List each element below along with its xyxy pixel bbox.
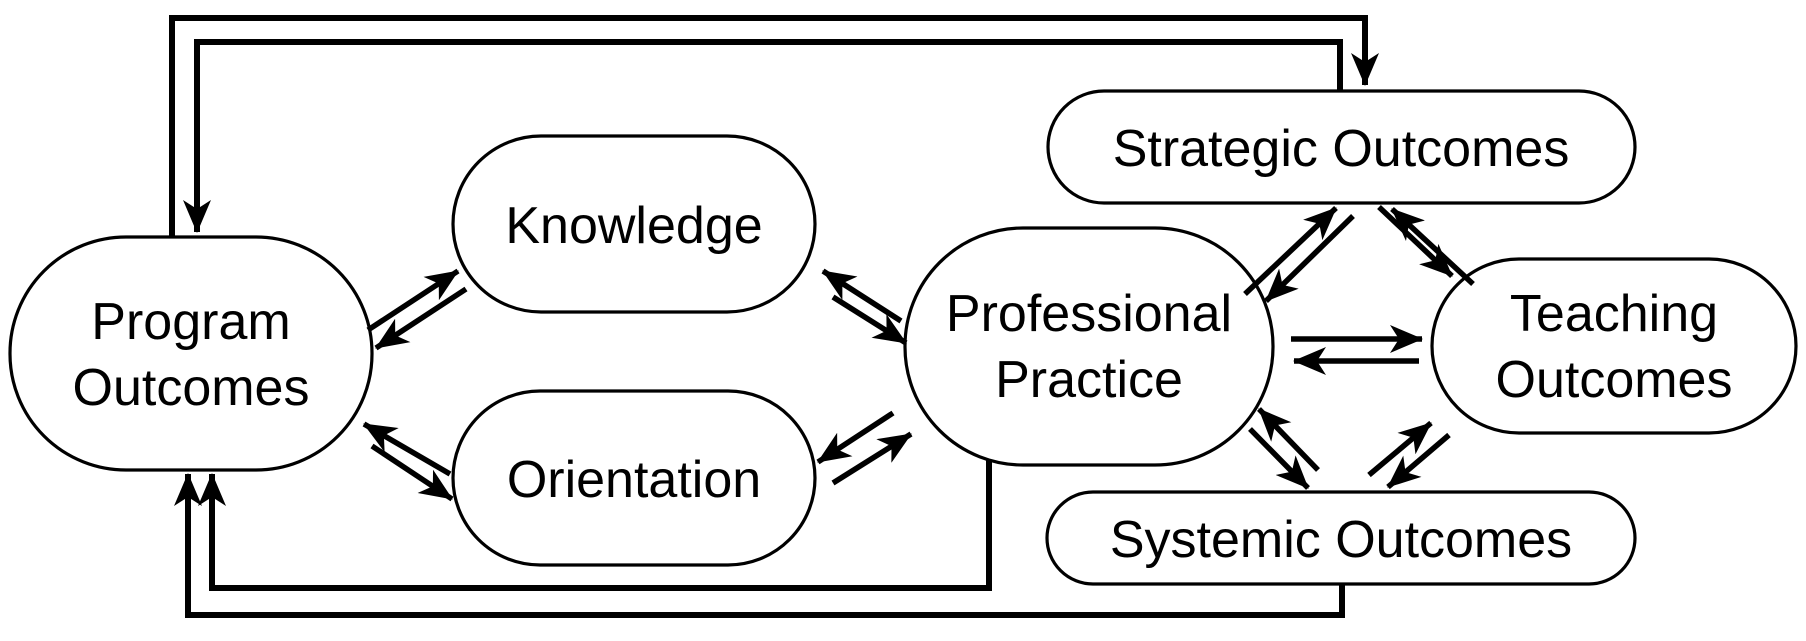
edge-strategic-to-teaching-arrow: [1377, 205, 1454, 278]
edge-systemic-to-program-feedback-bottom: [174, 473, 1345, 618]
node-program-outcomes-label-line1: Program: [91, 293, 290, 351]
edge-program-to-orientation-arrow: [370, 443, 454, 502]
node-knowledge-shape: [451, 134, 817, 314]
edge-practice-to-orientation-arrow: [816, 410, 895, 465]
node-strategic-outcomes-label: Strategic Outcomes: [1113, 120, 1570, 178]
node-professional-practice-label-line1: Professional: [946, 285, 1232, 343]
node-program-outcomes-shape: [8, 235, 374, 472]
node-systemic-outcomes-label: Systemic Outcomes: [1110, 511, 1572, 569]
edge-teaching-to-systemic-arrow: [1386, 432, 1451, 490]
node-teaching-outcomes-label-line1: Teaching: [1510, 285, 1718, 343]
node-professional-practice-shape: [903, 226, 1275, 467]
node-teaching-outcomes-shape: [1430, 257, 1798, 435]
edge-program-to-strategic-feedback-top: [169, 15, 1379, 237]
edge-knowledge-to-program-arrow: [374, 286, 468, 351]
node-systemic-outcomes-shape: [1045, 490, 1637, 586]
edge-practice-to-knowledge-arrow: [821, 268, 903, 324]
edge-knowledge-to-practice-arrow: [831, 294, 908, 346]
node-teaching-outcomes-label-line2: Outcomes: [1496, 351, 1733, 409]
edge-orientation-to-program-arrow: [362, 421, 452, 477]
node-professional-practice-label-line2: Practice: [995, 351, 1183, 409]
node-strategic-outcomes-shape: [1046, 89, 1637, 205]
edge-orientation-to-practice-arrow: [831, 431, 913, 486]
node-knowledge-label: Knowledge: [505, 197, 762, 255]
edge-strategic-to-program-feedback-top: [183, 39, 1343, 233]
edge-practice-to-program-feedback-bottom: [198, 460, 992, 591]
edge-strategic-to-practice-arrow: [1264, 214, 1355, 303]
node-program-outcomes-label-line2: Outcomes: [73, 359, 310, 417]
edge-practice-to-systemic-arrow: [1248, 427, 1310, 490]
edge-systemic-to-teaching-arrow: [1367, 420, 1433, 478]
node-orientation-label: Orientation: [507, 451, 761, 509]
edge-practice-to-strategic-arrow: [1243, 206, 1338, 296]
node-orientation-shape: [451, 389, 817, 567]
edge-systemic-to-practice-arrow: [1257, 407, 1320, 472]
edge-teaching-to-strategic-arrow: [1390, 206, 1475, 287]
